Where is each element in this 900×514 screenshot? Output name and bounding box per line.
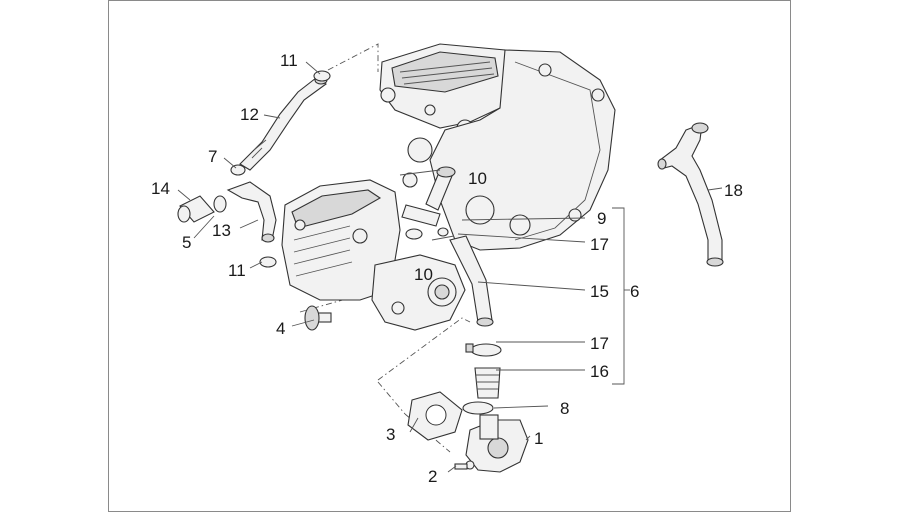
callout-5: 5 [182, 233, 191, 252]
callout-2: 2 [428, 467, 437, 486]
part-15-coolant-pipe [449, 235, 494, 327]
part-1-pump-cover [465, 414, 529, 473]
leader-lines [177, 61, 723, 473]
part-9-hose-junction [401, 204, 449, 240]
callout-10-lower: 10 [414, 265, 433, 284]
callout-15: 15 [590, 282, 609, 301]
callout-labels: 11 12 7 14 5 13 11 4 10 9 17 10 15 6 17 … [151, 51, 743, 486]
callout-10-upper: 10 [468, 169, 487, 188]
part-3-gasket [407, 391, 463, 441]
callout-7: 7 [208, 147, 217, 166]
callout-1: 1 [534, 429, 543, 448]
part-10-upper-hose [425, 166, 456, 211]
callout-14: 14 [151, 179, 170, 198]
callout-18: 18 [724, 181, 743, 200]
part-2-screw [454, 463, 468, 470]
callout-4: 4 [276, 319, 285, 338]
part-11-upper-clamp [313, 70, 331, 82]
part-13-hose [226, 181, 277, 243]
callout-3: 3 [386, 425, 395, 444]
front-cylinder-head [281, 179, 401, 301]
callout-12: 12 [240, 105, 259, 124]
part-11-lower-clamp [259, 256, 277, 268]
callout-9: 9 [597, 209, 606, 228]
callout-17-lower: 17 [590, 334, 609, 353]
callout-13: 13 [212, 221, 231, 240]
part-5-clamp [213, 195, 227, 213]
part-17-lower-clamp [465, 343, 502, 357]
part-14-fitting [177, 195, 215, 223]
crankcase [402, 49, 616, 251]
callout-17-upper: 17 [590, 235, 609, 254]
part-18-radiator-hose [657, 122, 724, 267]
part-8-clamp [462, 401, 494, 415]
callout-11-lower: 11 [228, 261, 246, 280]
callout-16: 16 [590, 362, 609, 381]
callout-6: 6 [630, 282, 639, 301]
part-4-pump-gear [304, 305, 332, 331]
callout-11-upper: 11 [280, 51, 298, 70]
rear-cylinder-head [379, 43, 509, 137]
callout-8: 8 [560, 399, 569, 418]
part-16-sleeve [474, 367, 501, 399]
lower-gearbox [371, 254, 466, 331]
part-7-clamp [230, 164, 246, 176]
